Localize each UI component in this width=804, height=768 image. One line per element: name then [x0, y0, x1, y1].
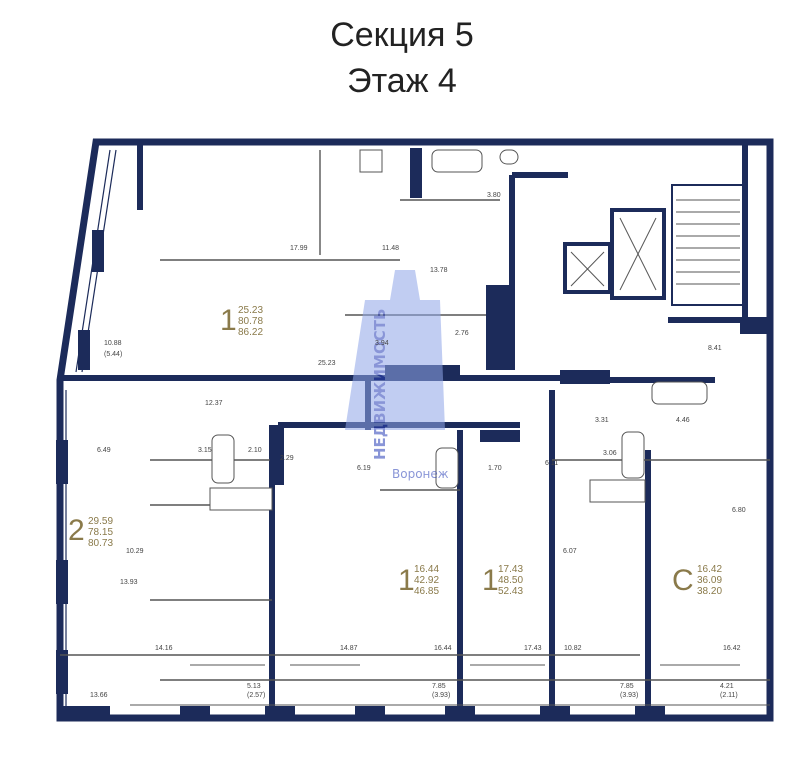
balcony-rails: [130, 664, 770, 706]
room-area: 16.42: [723, 645, 741, 652]
apt-living: 16.44: [414, 564, 439, 575]
room-area: 16.44: [434, 645, 452, 652]
apt-living: 16.42: [697, 564, 722, 575]
apartment-label-apt-c: C 16.42 36.09 38.20: [672, 564, 722, 597]
partitions: [60, 150, 770, 681]
watermark-text: НЕДВИЖИМОСТЬ: [371, 309, 389, 460]
room-area: (3.93): [620, 692, 638, 699]
room-area: (5.44): [104, 351, 122, 358]
room-area: 6.19: [357, 465, 371, 472]
room-area: 1.70: [488, 465, 502, 472]
room-area: 3.94: [375, 340, 389, 347]
room-area: 2.10: [248, 447, 262, 454]
apt-total-bal: 86.22: [238, 327, 263, 338]
apt-total: 36.09: [697, 575, 722, 586]
apt-living: 29.59: [88, 516, 113, 527]
stair-core: [563, 184, 745, 306]
apt-total: 80.78: [238, 316, 263, 327]
watermark-subtext: Воронеж: [392, 467, 449, 481]
room-area: (3.93): [432, 692, 450, 699]
apt-type: 2: [68, 514, 85, 547]
apt-total-bal: 38.20: [697, 586, 722, 597]
apt-living: 25.23: [238, 305, 263, 316]
room-area: 8.41: [708, 345, 722, 352]
apartment-label-apt-1-right: 1 17.43 48.50 52.43: [482, 564, 523, 597]
apt-living: 17.43: [498, 564, 523, 575]
room-area: 11.48: [382, 245, 399, 252]
room-area: 4.46: [676, 417, 690, 424]
room-area: 4.21: [720, 683, 734, 690]
facade-piers: [56, 230, 104, 694]
apartment-label-apt-2-left: 2 29.59 78.15 80.73: [68, 514, 113, 549]
bathroom-fixtures: [209, 149, 708, 511]
apt-type: C: [672, 564, 694, 597]
room-area: 14.87: [340, 645, 358, 652]
room-area: 10.82: [564, 645, 582, 652]
facade-windows: [65, 149, 117, 712]
room-area: (2.57): [247, 692, 265, 699]
room-area: 10.88: [104, 340, 122, 347]
room-area: (2.11): [720, 692, 738, 699]
bottom-piers: [60, 706, 665, 718]
room-area: 14.16: [155, 645, 173, 652]
room-area: 2.29: [280, 455, 294, 462]
room-area: 13.66: [90, 692, 108, 699]
room-area: 7.85: [432, 683, 446, 690]
apt-total-bal: 46.85: [414, 586, 439, 597]
room-area: 6.11: [545, 460, 558, 467]
room-area: 6.80: [732, 507, 746, 514]
room-area: 6.49: [97, 447, 111, 454]
columns: [270, 148, 770, 485]
room-area: 17.99: [290, 245, 308, 252]
floor-title: Этаж 4: [347, 62, 457, 100]
room-area: 6.07: [563, 548, 577, 555]
room-area: 3.80: [487, 192, 501, 199]
stair-steps: [676, 199, 740, 285]
room-area: 3.15: [198, 447, 212, 454]
apt-total-bal: 80.73: [88, 538, 113, 549]
lift-cross: [570, 217, 657, 291]
section-title: Секция 5: [330, 16, 474, 54]
room-area: 5.13: [247, 683, 261, 690]
room-area: 25.23: [318, 360, 336, 367]
room-area: 12.37: [205, 400, 223, 407]
apt-type: 1: [398, 564, 415, 597]
room-area: 13.78: [430, 267, 448, 274]
apt-total: 48.50: [498, 575, 523, 586]
apt-total: 78.15: [88, 527, 113, 538]
room-area-labels: 17.99 11.48 3.80 13.78 10.88 (5.44) 3.94…: [90, 192, 746, 699]
apt-total: 42.92: [414, 575, 439, 586]
apt-type: 1: [220, 304, 237, 337]
room-area: 10.29: [126, 548, 144, 555]
apt-total-bal: 52.43: [498, 586, 523, 597]
room-area: 3.31: [595, 417, 609, 424]
room-area: 7.85: [620, 683, 634, 690]
watermark: НЕДВИЖИМОСТЬ Воронеж: [345, 270, 449, 481]
room-area: 13.93: [120, 579, 138, 586]
room-area: 17.43: [524, 645, 542, 652]
room-area: 2.76: [455, 330, 469, 337]
apartment-label-apt-1-mid: 1 16.44 42.92 46.85: [398, 564, 439, 597]
apt-type: 1: [482, 564, 499, 597]
apartment-label-apt-1-top: 1 25.23 80.78 86.22: [220, 304, 263, 338]
room-area: 3.06: [603, 450, 617, 457]
